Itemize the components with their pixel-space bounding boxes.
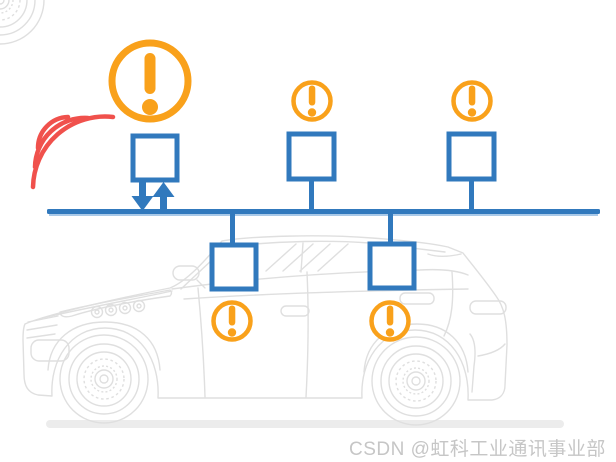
headlight-outline — [59, 289, 173, 318]
headlight-ring-3 — [118, 301, 132, 315]
car-body-outline — [22, 235, 508, 401]
front-wheel — [59, 334, 149, 424]
door-seam-rear — [443, 271, 454, 337]
ground-shadow — [46, 420, 564, 428]
up-arrow-icon — [152, 182, 175, 211]
rear-bumper-crease — [477, 343, 506, 357]
wheel-template — [0, 0, 45, 45]
ecu-node-bottom-2 — [367, 241, 417, 291]
door-seam-front — [197, 287, 206, 398]
warning-icon-large — [108, 39, 192, 123]
warning-icon-bottom-1 — [211, 300, 253, 342]
warning-icon-top-3 — [451, 80, 493, 122]
ecu-node-top-3 — [446, 131, 497, 182]
window-reflection-lines — [265, 243, 349, 272]
warning-icon-top-2 — [291, 80, 333, 122]
rear-bumper-seam — [469, 333, 476, 393]
headlight-dot-3 — [122, 305, 128, 311]
front-fender-arch — [47, 321, 161, 371]
grille-lines — [26, 315, 59, 339]
signal-arc-outer — [30, 114, 116, 190]
watermark-text: CSDN @虹科工业通讯事业部 — [349, 439, 606, 460]
rear-wheel — [371, 336, 461, 426]
warning-icon-bottom-2 — [369, 300, 411, 342]
headlight-ring-2 — [104, 303, 118, 317]
network-bus — [47, 209, 600, 216]
fog-lamp — [30, 339, 70, 362]
taillight — [469, 300, 507, 315]
connector-ecu-bottom-1 — [230, 213, 235, 245]
headlight-dot-1 — [94, 309, 100, 315]
signal-arc-middle — [32, 115, 91, 170]
headlight-dot-2 — [108, 307, 114, 313]
mirror-stem — [196, 279, 206, 289]
wireless-signal-icon — [30, 114, 116, 190]
b-pillar-line — [300, 242, 304, 273]
down-arrow-icon — [131, 179, 154, 211]
hood-line — [41, 290, 173, 319]
headlight-ring-1 — [90, 305, 104, 319]
door-handle-rear — [399, 292, 435, 305]
headlight-dot-4 — [136, 303, 142, 309]
rear-fender-arch — [363, 323, 469, 373]
car-illustration — [0, 0, 564, 428]
spoiler-line — [427, 253, 462, 257]
door-seam-middle — [305, 271, 309, 398]
network-bus-line — [47, 209, 600, 214]
ecu-node-top-1 — [130, 133, 180, 183]
door-handle-front — [280, 305, 310, 317]
side-mirror — [172, 265, 200, 281]
connector-ecu-bottom-2 — [388, 213, 393, 244]
signal-arc-inner — [35, 114, 71, 151]
connector-ecu-top-3 — [469, 179, 474, 210]
connector-ecu-top-2 — [309, 179, 314, 210]
headlight-ring-4 — [132, 299, 146, 313]
ecu-node-bottom-1 — [209, 242, 259, 292]
side-swage-line — [183, 288, 469, 300]
ecu-node-top-2 — [286, 131, 337, 182]
bus-line-fringe — [49, 214, 598, 216]
